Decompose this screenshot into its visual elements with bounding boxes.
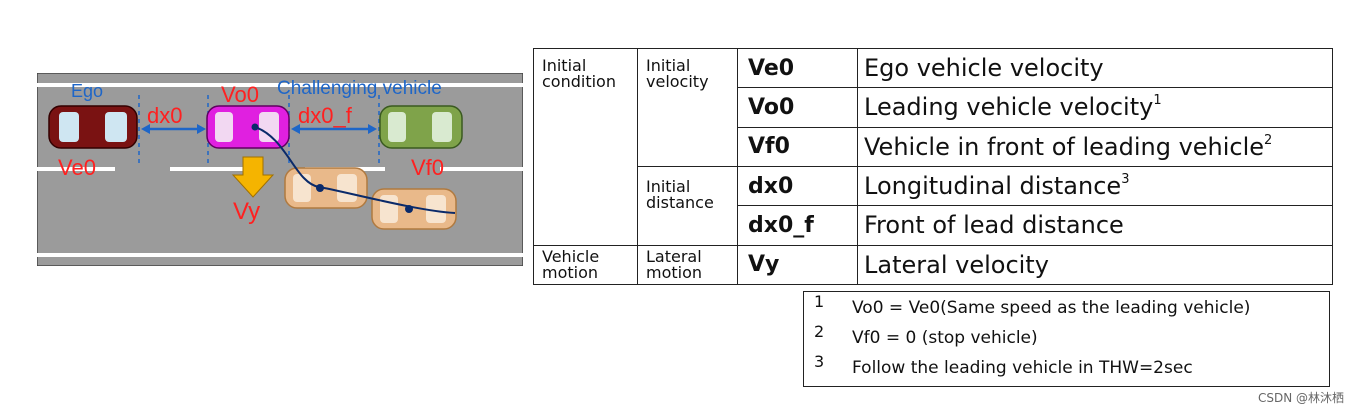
table-row: Initial condition Initial velocity Ve0 E…	[533, 47, 1333, 246]
desc-ego-velocity: Ego vehicle velocity	[857, 47, 1333, 89]
cut-in-trajectory	[251, 123, 456, 214]
road-edge-top	[37, 83, 523, 87]
subcategory-initial-distance: Initial distance	[637, 165, 738, 246]
watermark: CSDN @林沐栖	[1257, 391, 1344, 405]
scenario-diagram: Ego Challenging vehicle Vo0 dx0 dx0_f Ve…	[37, 73, 523, 266]
label-dx0-f: dx0_f	[298, 103, 353, 128]
category-vehicle-motion: Vehicle motion	[533, 244, 638, 286]
label-ve0: Ve0	[58, 155, 96, 180]
symbol-vo0: Vo0	[737, 87, 858, 128]
dx0-f-arrow	[291, 124, 377, 134]
symbol-ve0: Ve0	[737, 47, 858, 89]
label-challenging: Challenging vehicle	[277, 78, 442, 99]
label-vf0: Vf0	[411, 155, 444, 180]
label-vo0: Vo0	[221, 82, 259, 107]
label-ego: Ego	[71, 81, 103, 101]
desc-leading-velocity: Leading vehicle velocity1	[857, 87, 1333, 128]
category-initial-condition: Initial condition	[533, 48, 638, 246]
desc-front-lead-distance: Front of lead distance	[857, 205, 1333, 246]
symbol-dx0-f: dx0_f	[737, 205, 858, 246]
footnotes-box: 1 Vo0 = Ve0(Same speed as the leading ve…	[803, 291, 1330, 387]
symbol-dx0: dx0	[737, 165, 858, 207]
road-edge-bottom	[37, 253, 523, 257]
desc-longitudinal-distance: Longitudinal distance3	[857, 165, 1333, 207]
table-row: Vehicle motion Lateral motion Vy Lateral…	[533, 244, 1333, 286]
dx0-arrow	[141, 124, 206, 134]
label-dx0: dx0	[147, 103, 182, 128]
lateral-motion-arrow	[231, 156, 275, 198]
front-car	[379, 105, 463, 149]
ghost-car-2	[371, 188, 457, 230]
symbol-vy: Vy	[737, 244, 858, 286]
desc-lateral-velocity: Lateral velocity	[857, 244, 1333, 286]
label-vy: Vy	[233, 198, 260, 225]
subcategory-initial-velocity: Initial velocity	[637, 48, 738, 167]
ego-car	[48, 105, 138, 149]
lead-car	[206, 105, 290, 149]
table-row: Vf0 Vehicle in front of leading vehicle2	[534, 126, 1333, 167]
parameter-table: Initial condition Initial velocity Ve0 E…	[533, 47, 1333, 286]
symbol-vf0: Vf0	[737, 126, 858, 167]
desc-front-vehicle: Vehicle in front of leading vehicle2	[857, 126, 1333, 167]
subcategory-lateral-motion: Lateral motion	[637, 244, 738, 286]
table-row: Initial distance dx0 Longitudinal distan…	[534, 165, 1333, 246]
